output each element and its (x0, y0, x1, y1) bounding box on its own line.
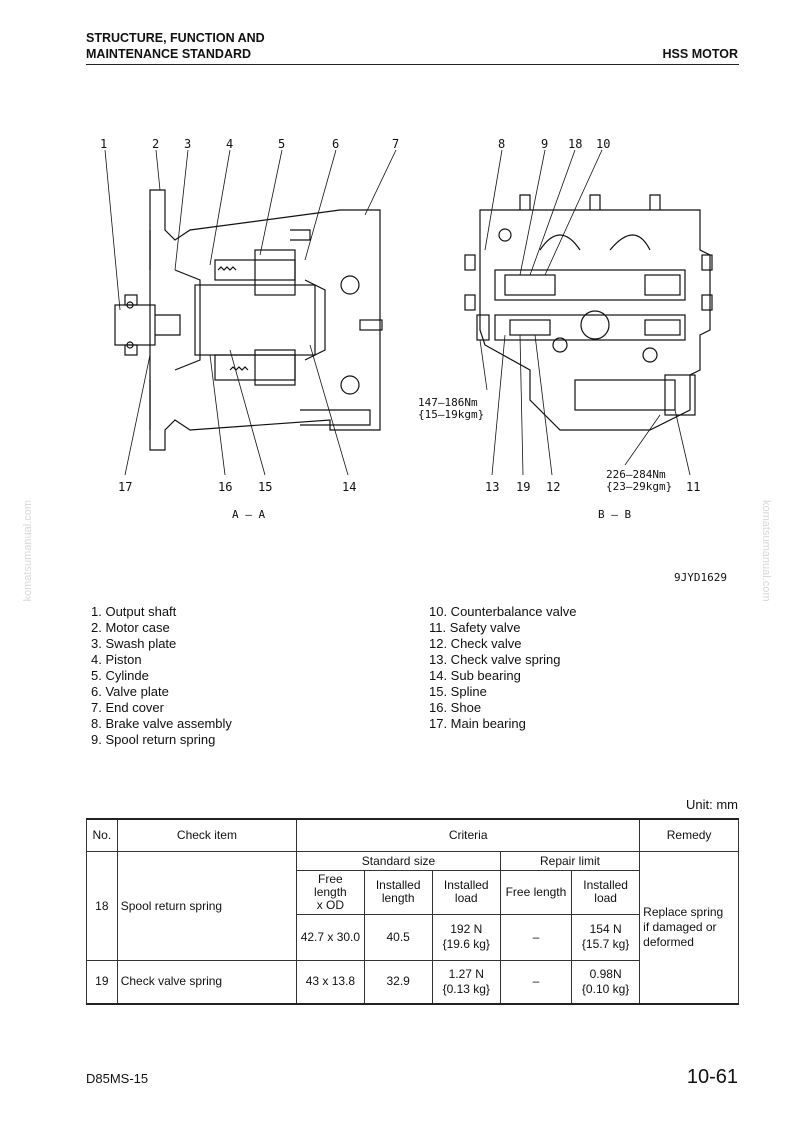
row-18-installed-load: 192 N {19.6 kg} (431, 913, 501, 961)
standard-size-header: Standard size (296, 850, 501, 871)
row-19-installed-length: 32.9 (363, 959, 433, 1005)
header-rule (86, 64, 739, 65)
legend-item: 16. Shoe (429, 700, 482, 715)
figure-code: 9JYD1629 (674, 571, 727, 584)
row-18-limit-free-length: – (499, 913, 573, 961)
row-19-installed-load: 1.27 N {0.13 kg} (431, 959, 501, 1005)
repair-limit-header: Repair limit (499, 850, 641, 871)
row-18-free-od: 42.7 x 30.0 (296, 913, 365, 961)
callout-13: 13 (485, 480, 499, 494)
row-19-no: 19 (86, 959, 118, 1005)
section-b-b-drawing (464, 194, 713, 431)
callout-12: 12 (546, 480, 560, 494)
header-title: STRUCTURE, FUNCTION AND MAINTENANCE STAN… (86, 30, 265, 62)
legend-item: 12. Check valve (429, 636, 522, 651)
row-18-installed-length: 40.5 (363, 913, 433, 961)
parts-legend-right: 10. Counterbalance valve 11. Safety valv… (429, 604, 576, 732)
col-header-criteria: Criteria (296, 818, 641, 852)
row-19-item: Check valve spring (116, 959, 298, 1005)
legend-item: 9. Spool return spring (91, 732, 216, 747)
callout-18: 18 (568, 137, 582, 151)
legend-item: 3. Swash plate (91, 636, 177, 651)
watermark-right: komatsumanual.com (760, 500, 772, 602)
row-19-free-od: 43 x 13.8 (296, 959, 365, 1005)
callout-11: 11 (686, 480, 700, 494)
row-18-limit-installed-load: 154 N {15.7 kg} (571, 913, 641, 961)
callout-8: 8 (498, 137, 505, 151)
legend-item: 15. Spline (429, 684, 487, 699)
col-header-no: No. (86, 818, 118, 852)
callout-2: 2 (152, 137, 159, 151)
torque-2-line2: {23–29kgm} (606, 480, 672, 493)
header-section: HSS MOTOR (662, 47, 738, 61)
legend-item: 5. Cylinde (91, 668, 149, 683)
row-19-limit-installed-load: 0.98N {0.10 kg} (571, 959, 641, 1005)
callout-14: 14 (342, 480, 356, 494)
callout-16: 16 (218, 480, 232, 494)
legend-item: 8. Brake valve assembly (91, 716, 232, 731)
hss-motor-figure: 1 2 3 4 5 6 7 17 16 15 14 8 9 18 10 13 1… (100, 137, 727, 584)
legend-item: 17. Main bearing (429, 716, 526, 731)
sub-header-free-length-od: Free length x OD (296, 869, 365, 915)
parts-legend-left: 1. Output shaft 2. Motor case 3. Swash p… (91, 604, 232, 748)
header-title-line1: STRUCTURE, FUNCTION AND (86, 31, 265, 45)
legend-item: 6. Valve plate (91, 684, 169, 699)
col-header-remedy: Remedy (639, 818, 739, 852)
section-a-a-drawing (114, 189, 383, 451)
remedy-cell: Replace spring if damaged or deformed (639, 850, 739, 1005)
sub-header-installed-length: Installed length (363, 869, 433, 915)
callout-6: 6 (332, 137, 339, 151)
torque-2-line1: 226–284Nm (606, 468, 666, 481)
legend-item: 1. Output shaft (91, 604, 177, 619)
unit-label: Unit: mm (686, 797, 738, 812)
row-19-limit-free-length: – (499, 959, 573, 1005)
view-a-a-label: A – A (232, 508, 265, 521)
watermark-left: komatsumanual.com (22, 500, 34, 602)
callout-3: 3 (184, 137, 191, 151)
callout-19: 19 (516, 480, 530, 494)
header-title-line2: MAINTENANCE STANDARD (86, 47, 252, 61)
callout-9: 9 (541, 137, 548, 151)
legend-item: 11. Safety valve (429, 620, 521, 635)
legend-item: 10. Counterbalance valve (429, 604, 577, 619)
legend-item: 4. Piston (91, 652, 142, 667)
callout-5: 5 (278, 137, 285, 151)
view-b-b-label: B – B (598, 508, 631, 521)
row-18-no: 18 (86, 850, 118, 961)
torque-1-line1: 147–186Nm (418, 396, 478, 409)
col-header-check-item: Check item (116, 818, 298, 852)
legend-item: 14. Sub bearing (429, 668, 521, 683)
maintenance-standard-table: No. Check item Criteria Remedy 18 Spool … (86, 818, 739, 1005)
sub-header-installed-load: Installed load (431, 869, 501, 915)
callout-10: 10 (596, 137, 610, 151)
sub-header-installed-load-limit: Installed load (571, 869, 641, 915)
callout-17: 17 (118, 480, 132, 494)
footer-page-number: 10-61 (686, 1066, 738, 1088)
legend-item: 13. Check valve spring (429, 652, 561, 667)
sub-header-free-length: Free length (499, 869, 573, 915)
footer-model: D85MS-15 (86, 1071, 149, 1086)
callout-4: 4 (226, 137, 233, 151)
row-18-item: Spool return spring (116, 850, 298, 961)
legend-item: 7. End cover (91, 700, 164, 715)
callout-7: 7 (392, 137, 399, 151)
callout-1: 1 (100, 137, 107, 151)
legend-item: 2. Motor case (91, 620, 170, 635)
callout-15: 15 (258, 480, 272, 494)
torque-1-line2: {15–19kgm} (418, 408, 484, 421)
